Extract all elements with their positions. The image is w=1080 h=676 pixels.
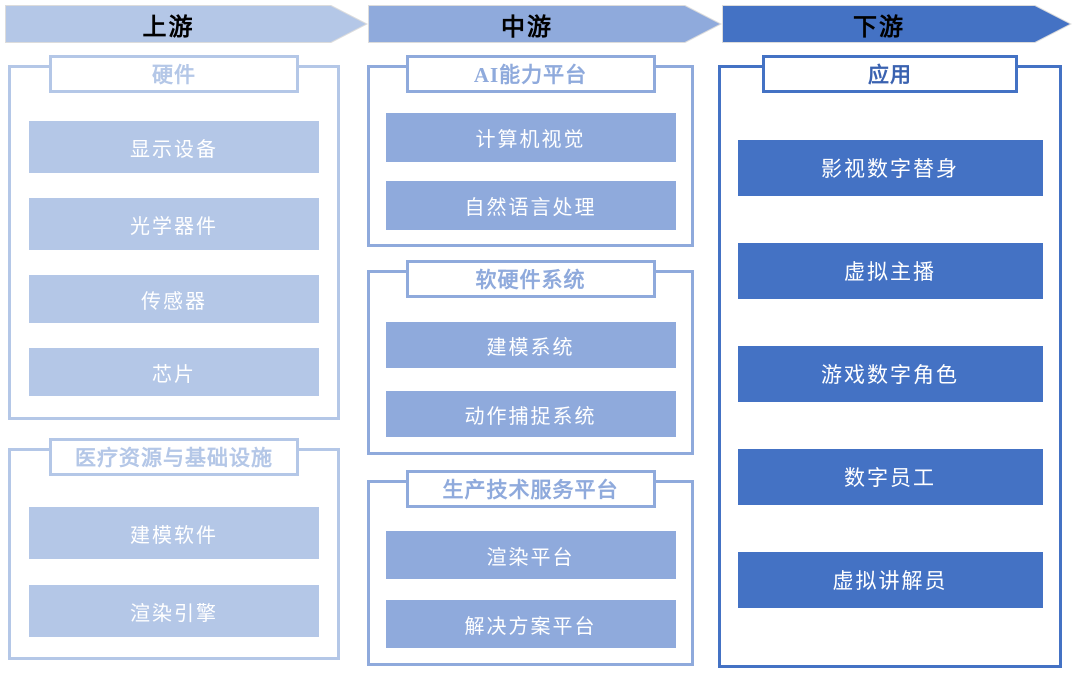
right-arrow-shape-icon <box>722 5 1072 43</box>
item-solution-platform: 解决方案平台 <box>385 600 676 648</box>
group-applications: 应用 影视数字替身 虚拟主播 游戏数字角色 数字员工 虚拟讲解员 …… <box>718 55 1062 676</box>
stage-label-midstream: 中游 <box>501 14 553 41</box>
item-nlp: 自然语言处理 <box>385 181 676 230</box>
item-game-digital-character: 游戏数字角色 <box>737 346 1043 402</box>
item-optical-components: 光学器件 <box>29 198 319 250</box>
item-rendering-platform: 渲染平台 <box>385 531 676 579</box>
stage-arrow-downstream: 下游 <box>722 5 1072 43</box>
group-production-tech-service-platform: 生产技术服务平台 渲染平台 解决方案平台 <box>367 470 694 666</box>
group-ai-capability-platform-title: AI能力平台 <box>405 55 656 93</box>
item-virtual-anchor: 虚拟主播 <box>737 243 1043 299</box>
group-software-hardware-systems: 软硬件系统 建模系统 动作捕捉系统 <box>367 260 694 455</box>
right-arrow-shape-icon <box>5 5 368 43</box>
item-virtual-guide: 虚拟讲解员 <box>737 552 1043 608</box>
stage-arrow-midstream: 中游 <box>368 5 722 43</box>
item-rendering-engine: 渲染引擎 <box>29 585 319 637</box>
group-applications-title: 应用 <box>762 55 1018 93</box>
stage-arrow-upstream: 上游 <box>5 5 368 43</box>
group-hardware-title: 硬件 <box>49 55 299 93</box>
group-resources-infrastructure: 医疗资源与基础设施 建模软件 渲染引擎 <box>8 438 340 660</box>
group-ai-capability-platform: AI能力平台 计算机视觉 自然语言处理 <box>367 55 694 247</box>
group-hardware: 硬件 显示设备 光学器件 传感器 芯片 <box>8 55 340 420</box>
item-modeling-software: 建模软件 <box>29 507 319 559</box>
group-software-hardware-systems-title: 软硬件系统 <box>405 260 656 298</box>
right-arrow-shape-icon <box>368 5 722 43</box>
item-film-digital-double: 影视数字替身 <box>737 140 1043 196</box>
item-display-devices: 显示设备 <box>29 121 319 173</box>
group-resources-infrastructure-title: 医疗资源与基础设施 <box>49 438 299 476</box>
item-chips: 芯片 <box>29 348 319 396</box>
item-computer-vision: 计算机视觉 <box>385 113 676 162</box>
item-modeling-system: 建模系统 <box>385 322 676 368</box>
item-sensors: 传感器 <box>29 275 319 323</box>
item-digital-employee: 数字员工 <box>737 449 1043 505</box>
stage-label-downstream: 下游 <box>853 14 905 41</box>
stage-label-upstream: 上游 <box>142 14 195 41</box>
group-production-tech-service-platform-title: 生产技术服务平台 <box>405 470 656 508</box>
item-motion-capture-system: 动作捕捉系统 <box>385 391 676 437</box>
more-ellipsis: …… <box>866 671 914 676</box>
